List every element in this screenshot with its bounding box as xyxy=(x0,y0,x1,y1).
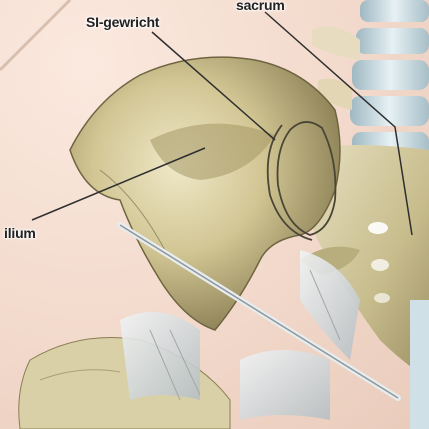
background-arc xyxy=(0,0,70,70)
si-joint-label: SI-gewricht xyxy=(86,14,159,30)
sacrum-label: sacrum xyxy=(236,0,285,13)
ilium-label: ilium xyxy=(4,225,36,241)
ilium-bone xyxy=(70,57,340,330)
